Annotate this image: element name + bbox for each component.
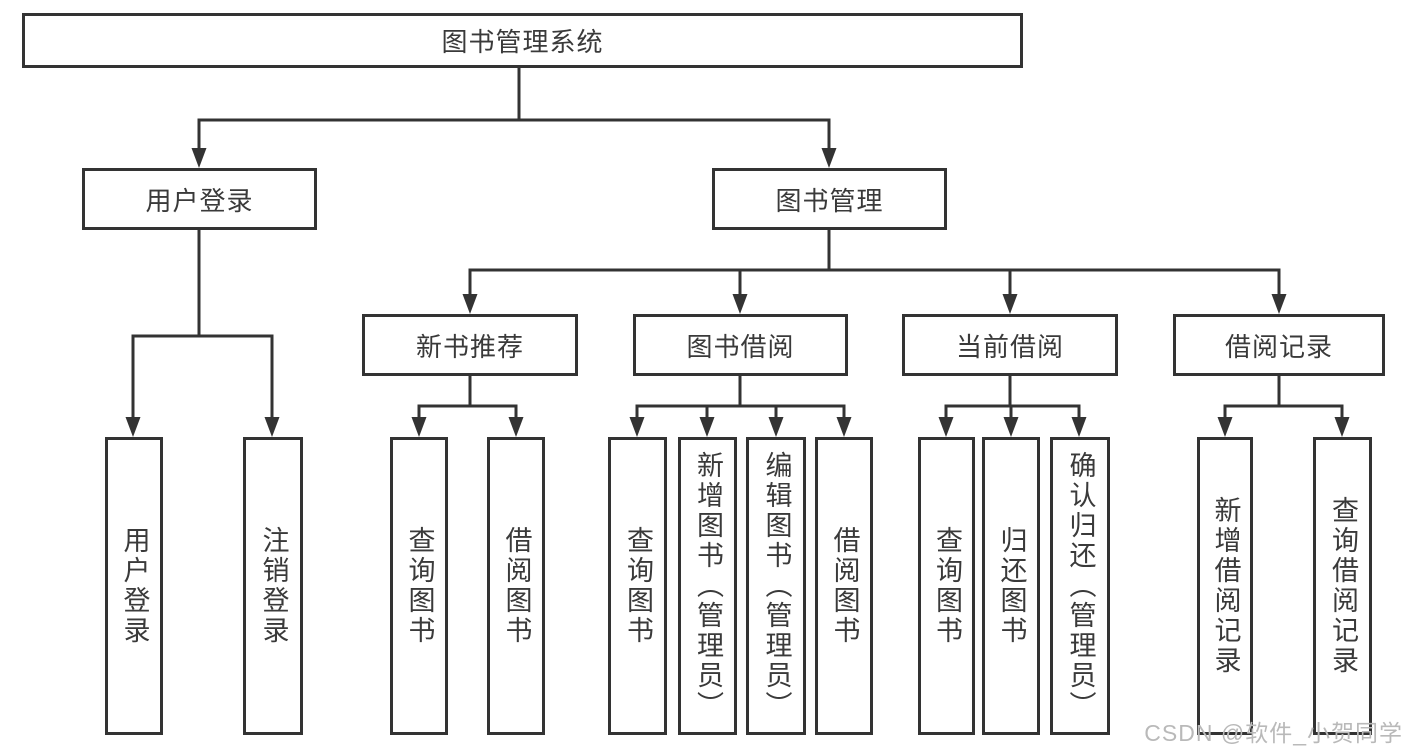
leaf-return-book: 归还图书 [982,437,1040,735]
leaf-logout-label: 注销登录 [258,526,289,646]
leaf-query-borrow-record-label: 查询借阅记录 [1328,496,1358,676]
csdn-watermark: CSDN @软件_小贺同学 [1144,720,1403,746]
leaf-user-login: 用户登录 [105,437,163,735]
leaf-query-book-borrow-label: 查询图书 [623,526,653,646]
node-current-borrow: 当前借阅 [902,314,1118,376]
leaf-return-book-label: 归还图书 [996,526,1027,646]
leaf-edit-book-admin: 编辑图书（管理员） [746,437,806,735]
leaf-borrow-book: 借阅图书 [815,437,873,735]
node-book-borrow-label: 图书借阅 [686,331,795,362]
node-new-book-recommend: 新书推荐 [362,314,578,376]
node-book-borrow: 图书借阅 [633,314,848,376]
leaf-add-borrow-record-label: 新增借阅记录 [1210,496,1241,676]
leaf-query-book-borrow: 查询图书 [608,437,667,735]
leaf-logout: 注销登录 [243,437,303,735]
node-current-borrow-label: 当前借阅 [955,331,1064,362]
arrowheads [125,148,1350,437]
leaf-confirm-return-admin: 确认归还（管理员） [1050,437,1110,735]
leaf-borrow-book-label: 借阅图书 [829,526,860,646]
node-user-login-label: 用户登录 [145,185,254,216]
leaf-query-book-recommend-label: 查询图书 [404,526,435,646]
node-book-management-label: 图书管理 [775,185,884,216]
node-new-book-recommend-label: 新书推荐 [415,331,524,362]
leaf-query-borrow-record: 查询借阅记录 [1313,437,1372,735]
node-root-label: 图书管理系统 [441,27,604,57]
leaf-add-borrow-record: 新增借阅记录 [1197,437,1253,735]
node-borrow-record-label: 借阅记录 [1224,331,1333,362]
node-book-management: 图书管理 [712,168,947,230]
leaf-borrow-book-recommend-label: 借阅图书 [501,526,532,646]
leaf-add-book-admin-label: 新增图书（管理员） [693,451,723,721]
leaf-edit-book-admin-label: 编辑图书（管理员） [761,451,792,721]
node-user-login: 用户登录 [82,168,317,230]
leaf-query-book-current: 查询图书 [918,437,975,735]
leaf-query-book-recommend: 查询图书 [390,437,448,735]
node-borrow-record: 借阅记录 [1173,314,1385,376]
leaf-user-login-label: 用户登录 [119,526,150,646]
leaf-add-book-admin: 新增图书（管理员） [678,437,737,735]
leaf-borrow-book-recommend: 借阅图书 [487,437,545,735]
leaf-query-book-current-label: 查询图书 [932,526,962,646]
node-root: 图书管理系统 [22,13,1023,68]
leaf-confirm-return-admin-label: 确认归还（管理员） [1065,451,1096,721]
